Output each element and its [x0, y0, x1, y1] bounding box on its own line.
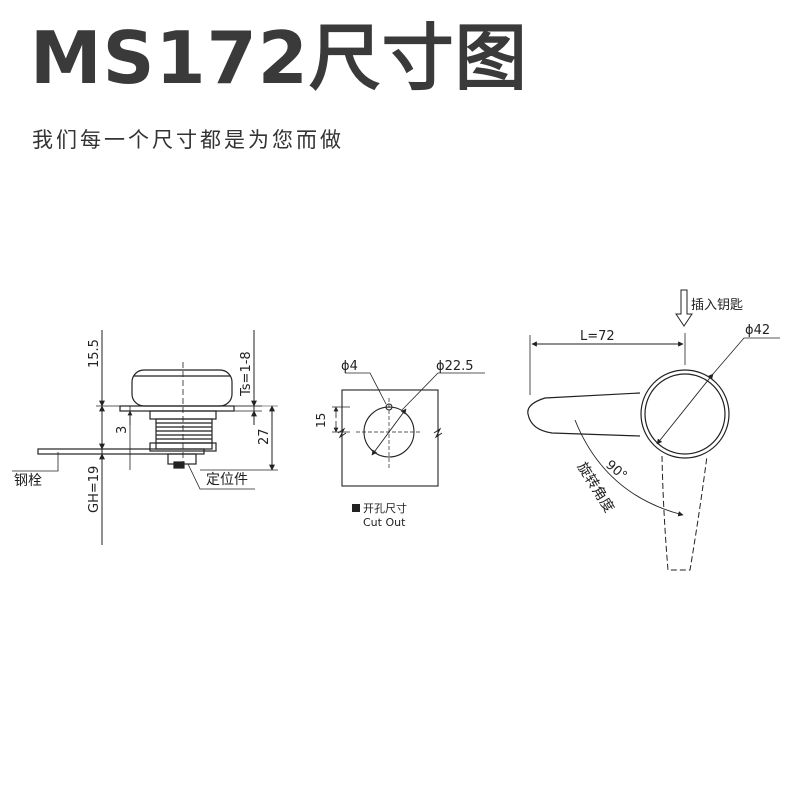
panel-plate	[119, 405, 235, 412]
cutout-caption-cn: 开孔尺寸	[363, 501, 407, 515]
handle-lever	[527, 392, 641, 437]
handle-rotated-position	[661, 455, 708, 571]
dim-phi4: ϕ4	[341, 359, 358, 374]
rotation-arc	[574, 419, 684, 517]
handle-head-outer	[640, 369, 730, 459]
nut	[149, 442, 217, 452]
insert-key-arrow-icon	[675, 289, 693, 327]
dim-phi22-5: ϕ22.5	[436, 359, 474, 374]
page-subtitle: 我们每一个尺寸都是为您而做	[32, 128, 344, 152]
dim-15-5: 15.5	[87, 339, 102, 368]
page-title: MS172尺寸图	[30, 16, 528, 100]
dim-15: 15	[314, 413, 328, 428]
label-steel: 钢栓	[14, 473, 42, 489]
caption-square	[352, 504, 360, 512]
dim-27: 27	[257, 428, 272, 445]
cutout-view	[332, 372, 485, 487]
dim-ts: Ts=1-8	[239, 351, 254, 397]
cutout-panel	[341, 389, 439, 487]
side-view	[12, 330, 278, 545]
cutout-caption-en: Cut Out	[363, 516, 406, 529]
screw-head	[173, 461, 185, 469]
dim-gh: GH=19	[87, 466, 102, 513]
handle-view	[527, 289, 780, 571]
dim-3: 3	[115, 426, 130, 434]
dim-l: L=72	[580, 329, 615, 344]
handle-head-inner	[644, 373, 726, 455]
label-insert-key: 插入钥匙	[691, 298, 743, 313]
dim-phi42: ϕ42	[745, 323, 770, 338]
angle-90: 90°	[602, 458, 629, 484]
label-locator: 定位件	[206, 472, 248, 488]
